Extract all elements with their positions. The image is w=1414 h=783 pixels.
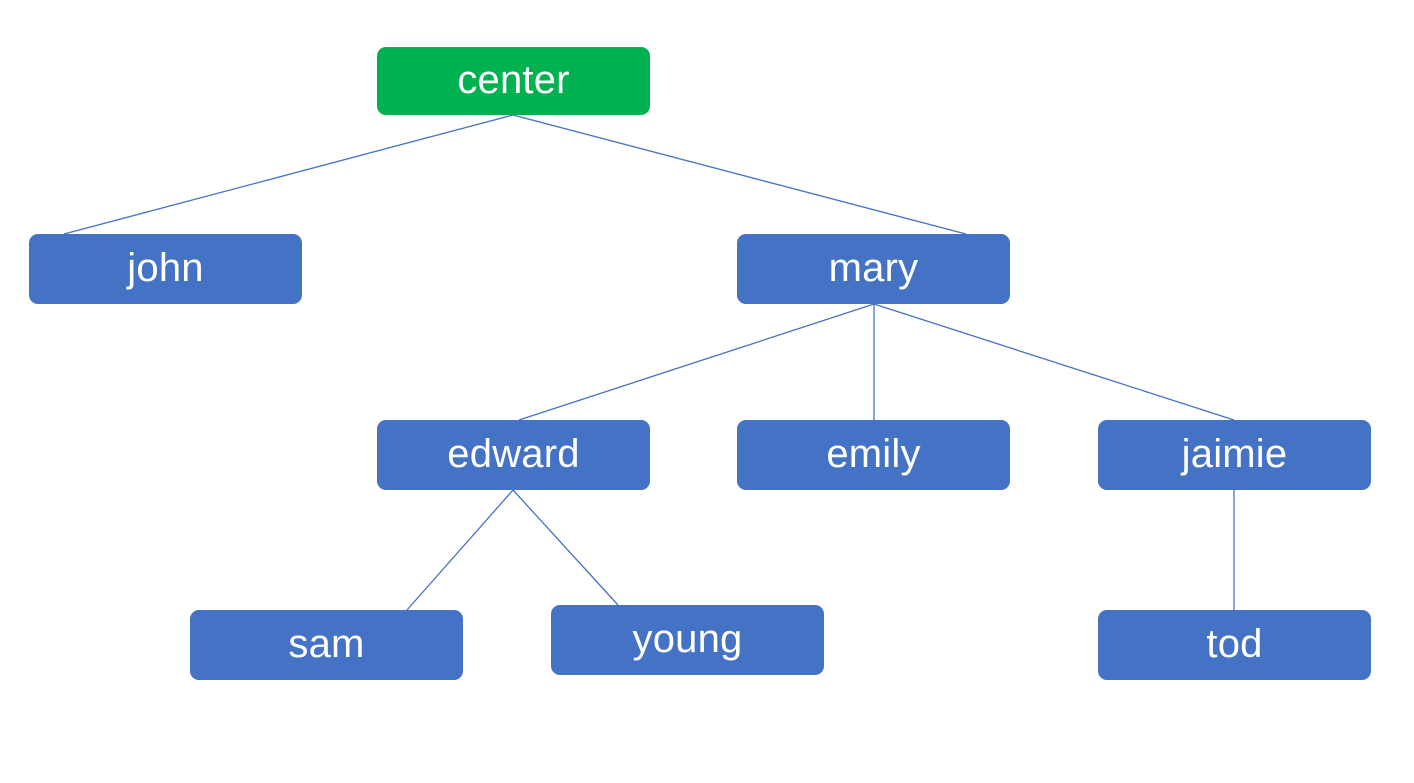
connector-mary-to-jaimie: [873, 303, 1235, 421]
tree-node-sam[interactable]: sam: [190, 610, 463, 680]
tree-node-tod[interactable]: tod: [1098, 610, 1371, 680]
tree-node-label-young: young: [632, 616, 743, 661]
tree-node-young[interactable]: young: [551, 605, 824, 675]
connector-edward-to-sam: [406, 489, 514, 611]
tree-node-label-edward: edward: [447, 431, 580, 476]
tree-node-john[interactable]: john: [29, 234, 302, 304]
tree-node-label-mary: mary: [828, 245, 919, 290]
tree-node-label-sam: sam: [288, 621, 365, 666]
connector-center-to-john: [63, 114, 514, 235]
tree-node-label-center: center: [457, 57, 570, 102]
connector-mary-to-edward: [518, 303, 875, 421]
tree-node-label-emily: emily: [826, 431, 921, 476]
tree-node-emily[interactable]: emily: [737, 420, 1010, 490]
tree-node-mary[interactable]: mary: [737, 234, 1010, 304]
tree-node-label-jaimie: jaimie: [1181, 431, 1288, 476]
connector-center-to-mary: [512, 114, 967, 235]
tree-node-edward[interactable]: edward: [377, 420, 650, 490]
tree-node-label-john: john: [127, 245, 204, 290]
tree-node-center[interactable]: center: [377, 47, 650, 115]
tree-node-jaimie[interactable]: jaimie: [1098, 420, 1371, 490]
tree-node-label-tod: tod: [1206, 621, 1263, 666]
connector-edward-to-young: [512, 489, 619, 606]
